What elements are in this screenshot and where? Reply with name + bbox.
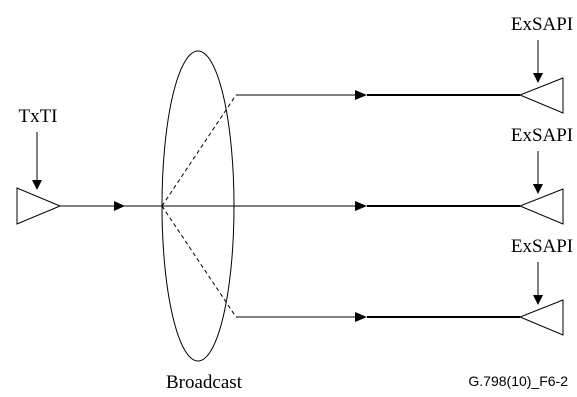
sink-3-down-arrow xyxy=(533,262,543,305)
sink-triangle-2 xyxy=(518,188,564,225)
sink-label-2: ExSAPI xyxy=(511,125,573,146)
source-output-line xyxy=(60,201,162,211)
output-branch-1 xyxy=(236,90,520,100)
figure-id: G.798(10)_F6-2 xyxy=(468,373,568,389)
output-branch-3 xyxy=(236,312,520,322)
sink-label-1: ExSAPI xyxy=(511,14,573,35)
sink-triangle-3 xyxy=(518,299,564,336)
sink-2-down-arrow xyxy=(533,151,543,194)
source-triangle xyxy=(16,187,62,225)
sink-label-3: ExSAPI xyxy=(511,236,573,257)
broadcast-fanout-dashes xyxy=(161,94,237,318)
sink-triangle-1 xyxy=(518,77,564,114)
broadcast-label: Broadcast xyxy=(166,372,243,393)
source-label: TxTI xyxy=(18,106,57,127)
source-down-arrow xyxy=(32,132,42,190)
sink-1-down-arrow xyxy=(533,40,543,83)
output-branch-2 xyxy=(236,201,520,211)
